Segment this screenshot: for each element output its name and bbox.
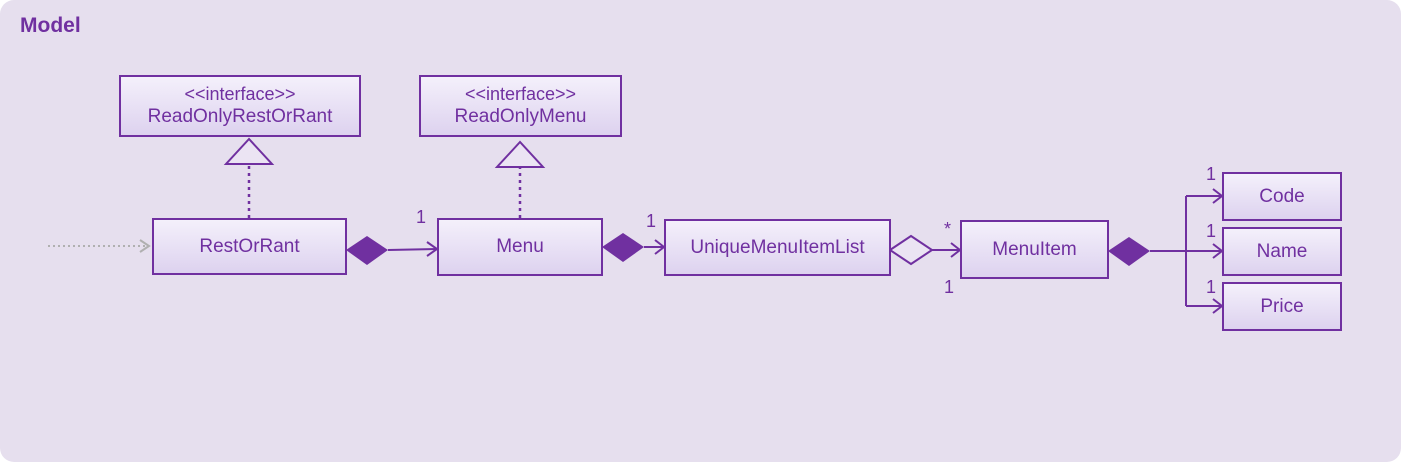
node-name: MenuItem bbox=[992, 238, 1077, 260]
composition-restorrant-to-menu bbox=[346, 236, 439, 265]
code-class-node: Code bbox=[1222, 172, 1342, 221]
multiplicity-label-menuitem-one: 1 bbox=[944, 277, 955, 297]
node-name: ReadOnlyRestOrRant bbox=[147, 106, 333, 128]
readonlymenu-interface-node: <<interface>> ReadOnlyMenu bbox=[419, 75, 622, 137]
name-class-node: Name bbox=[1222, 227, 1342, 276]
multiplicity-label-name: 1 bbox=[1206, 221, 1217, 241]
menu-class-node: Menu bbox=[437, 218, 603, 276]
price-class-node: Price bbox=[1222, 282, 1342, 331]
aggregation-uniquemenuitemlist-to-menuitem bbox=[888, 234, 962, 266]
node-name: Code bbox=[1259, 185, 1305, 207]
composition-menu-to-uniquemenuitemlist bbox=[602, 233, 666, 262]
node-name: Name bbox=[1256, 240, 1308, 262]
node-name: UniqueMenuItemList bbox=[690, 236, 865, 258]
node-name: RestOrRant bbox=[199, 235, 300, 257]
realization-restorrant-to-readonlyrestorrant bbox=[223, 137, 275, 218]
readonlyrestorrant-interface-node: <<interface>> ReadOnlyRestOrRant bbox=[119, 75, 361, 137]
multiplicity-label-menu: 1 bbox=[416, 207, 427, 227]
node-name: Menu bbox=[496, 236, 544, 258]
multiplicity-label-code: 1 bbox=[1206, 164, 1217, 184]
node-name: ReadOnlyMenu bbox=[454, 106, 587, 128]
multiplicity-label-menuitem-many: * bbox=[944, 219, 952, 239]
external-dependency-arrow bbox=[48, 239, 151, 253]
node-stereotype: <<interface>> bbox=[464, 83, 577, 104]
multiplicity-label-uniquemenuitemlist: 1 bbox=[646, 211, 657, 231]
restorrant-class-node: RestOrRant bbox=[152, 218, 347, 275]
multiplicity-label-price: 1 bbox=[1206, 277, 1217, 297]
composition-menuitem-to-fields bbox=[1108, 188, 1224, 314]
realization-menu-to-readonlymenu bbox=[494, 140, 546, 218]
node-stereotype: <<interface>> bbox=[184, 83, 296, 104]
uniquemenuitemlist-class-node: UniqueMenuItemList bbox=[664, 219, 891, 276]
diagram-title: Model bbox=[20, 14, 81, 37]
menuitem-class-node: MenuItem bbox=[960, 220, 1109, 279]
node-name: Price bbox=[1260, 295, 1304, 317]
